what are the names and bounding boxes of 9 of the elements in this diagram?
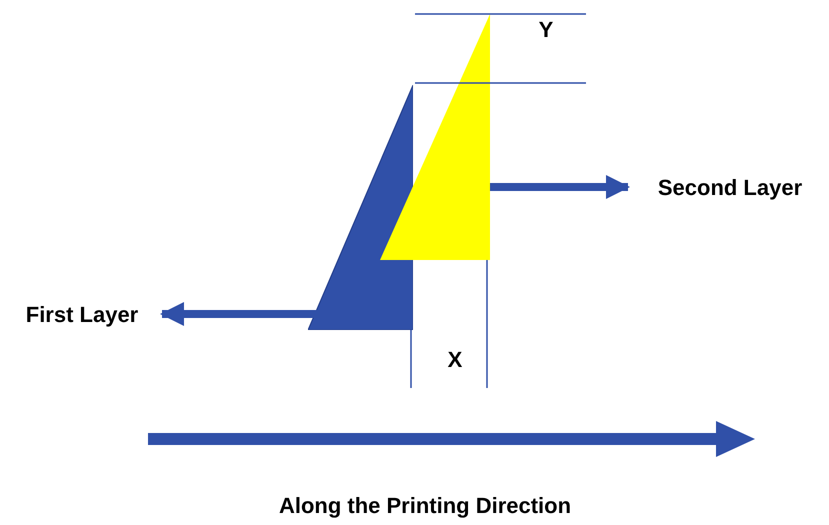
dimension-label: X	[446, 346, 464, 374]
layer-triangle	[380, 14, 490, 260]
layer-label: First Layer	[6, 294, 158, 334]
layer-label: Second Layer	[632, 167, 828, 207]
dimension-label: Y	[538, 16, 554, 44]
direction-label: Along the Printing Direction	[278, 492, 572, 520]
arrow	[490, 175, 630, 199]
layer-triangle	[308, 85, 413, 330]
arrow	[160, 302, 319, 326]
